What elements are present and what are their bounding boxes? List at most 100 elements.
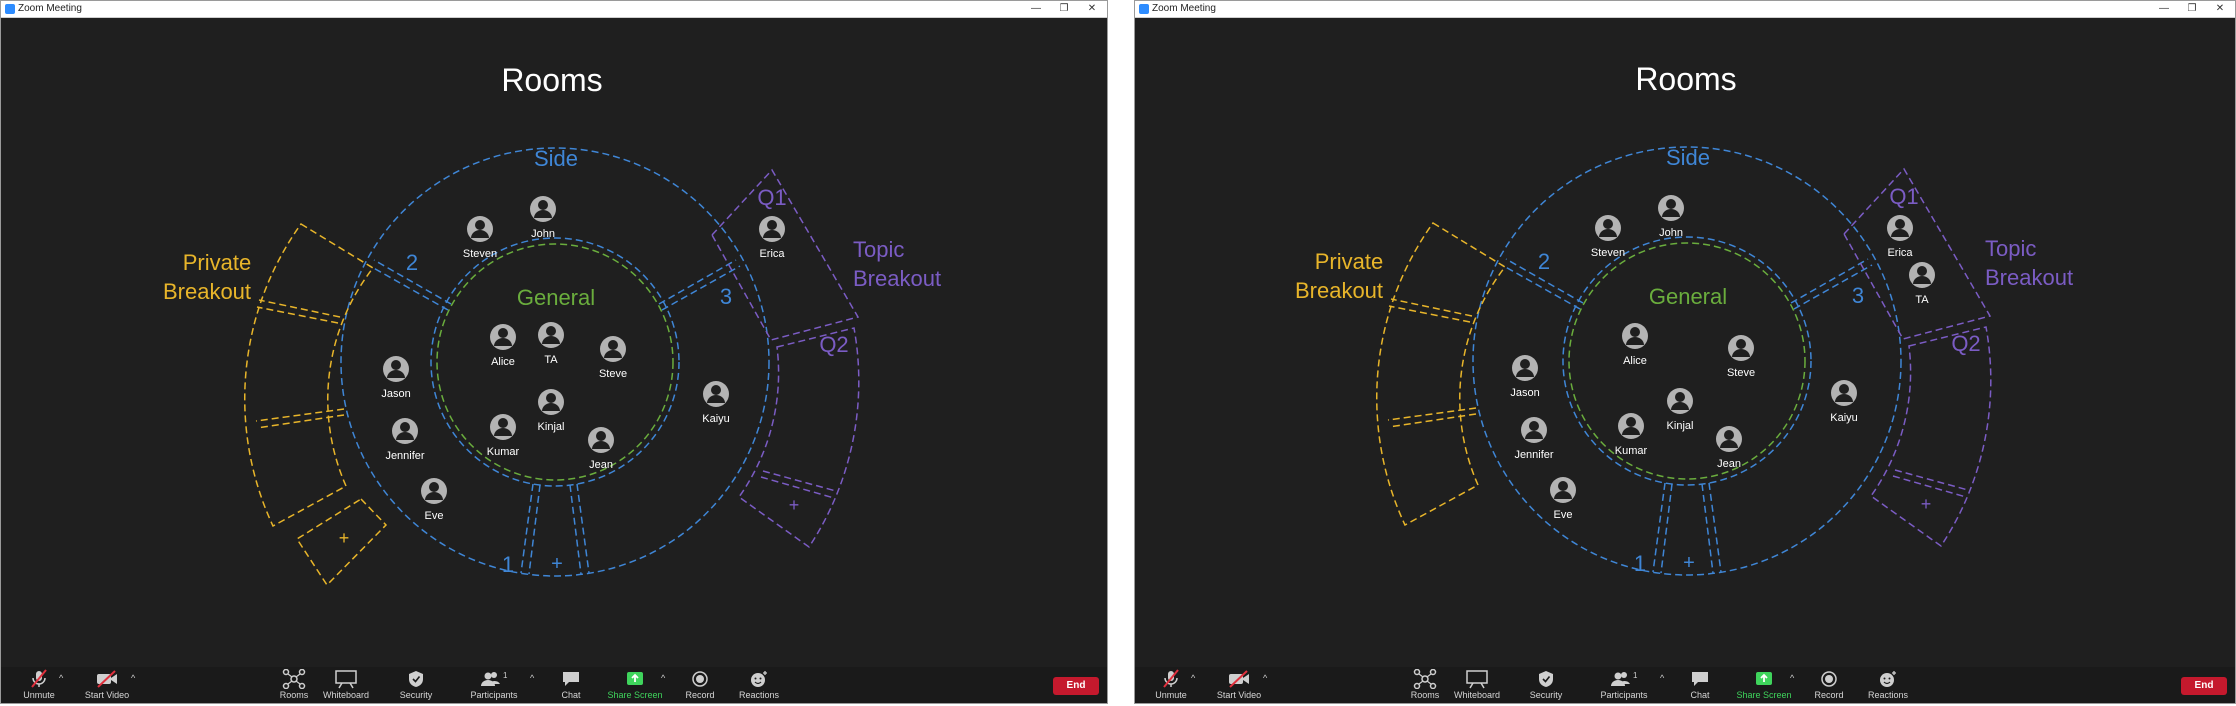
participant[interactable]: Alice <box>490 324 516 368</box>
avatar-icon <box>703 381 729 407</box>
participants-options-caret-icon[interactable]: ^ <box>530 673 535 683</box>
side-room-outer-ring[interactable] <box>340 147 770 577</box>
close-button[interactable]: ✕ <box>2215 3 2225 14</box>
side-room-number-3: 3 <box>720 284 732 309</box>
participant[interactable]: Steven <box>463 216 497 260</box>
participant[interactable]: Jean <box>1716 426 1742 470</box>
side-add-room-button[interactable]: + <box>1683 552 1695 574</box>
private-add-room-button[interactable]: + <box>339 528 350 548</box>
participant-name: Steven <box>463 248 497 260</box>
smiley-icon <box>751 671 767 687</box>
participant[interactable]: Erica <box>1887 215 1913 259</box>
minimize-button[interactable]: — <box>2159 3 2169 14</box>
avatar-icon <box>1550 477 1576 503</box>
participant[interactable]: Eve <box>421 478 447 522</box>
side-add-room-button[interactable]: + <box>551 553 563 575</box>
rooms-label: Rooms <box>1410 690 1440 700</box>
participant[interactable]: Jean <box>588 427 614 471</box>
participant[interactable]: Eve <box>1550 477 1576 521</box>
whiteboard-label: Whiteboard <box>322 690 370 700</box>
topic-breakout-area[interactable] <box>1843 167 1992 548</box>
share-options-caret-icon[interactable]: ^ <box>661 673 666 683</box>
participant[interactable]: Jason <box>381 356 411 400</box>
smiley-icon <box>1880 671 1896 687</box>
chat-button[interactable]: Chat <box>1668 669 1732 700</box>
participants-button[interactable]: 1 Participants <box>1592 669 1656 700</box>
avatar-icon <box>421 478 447 504</box>
share-screen-button[interactable]: Share Screen <box>1732 669 1796 700</box>
side-room-number-2: 2 <box>1538 249 1550 274</box>
reactions-label: Reactions <box>738 690 780 700</box>
maximize-button[interactable]: ❐ <box>1059 3 1069 14</box>
participant[interactable]: Kinjal <box>538 389 565 433</box>
video-options-caret-icon[interactable]: ^ <box>1263 673 1268 683</box>
participant-name: Kumar <box>1615 445 1648 457</box>
participant-count-badge: 1 <box>1633 671 1638 680</box>
participant[interactable]: Kaiyu <box>702 381 730 425</box>
side-room-outer-ring[interactable] <box>1472 146 1902 576</box>
video-options-caret-icon[interactable]: ^ <box>131 673 136 683</box>
unmute-button[interactable]: Unmute <box>7 669 71 700</box>
participant[interactable]: Jennifer <box>1514 417 1554 461</box>
topic-breakout-area[interactable] <box>711 168 860 549</box>
private-breakout-label-line2: Breakout <box>1295 278 1383 303</box>
record-icon <box>692 671 708 687</box>
whiteboard-button[interactable]: Whiteboard <box>314 669 378 700</box>
audio-options-caret-icon[interactable]: ^ <box>1191 673 1196 683</box>
start-video-button[interactable]: Start Video <box>75 669 139 700</box>
video-off-icon <box>97 670 117 688</box>
unmute-button[interactable]: Unmute <box>1139 669 1203 700</box>
audio-options-caret-icon[interactable]: ^ <box>59 673 64 683</box>
participant[interactable]: Kaiyu <box>1830 380 1858 424</box>
participant[interactable]: Alice <box>1622 323 1648 367</box>
share-screen-button[interactable]: Share Screen <box>603 669 667 700</box>
topic-add-room-button[interactable]: + <box>789 495 800 515</box>
participant[interactable]: Jason <box>1510 355 1540 399</box>
security-button[interactable]: Security <box>1514 669 1578 700</box>
participant[interactable]: TA <box>1909 262 1935 306</box>
participants-options-caret-icon[interactable]: ^ <box>1660 673 1665 683</box>
chat-button[interactable]: Chat <box>539 669 603 700</box>
close-button[interactable]: ✕ <box>1087 3 1097 14</box>
security-button[interactable]: Security <box>384 669 448 700</box>
share-options-caret-icon[interactable]: ^ <box>1790 673 1795 683</box>
topic-add-room-button[interactable]: + <box>1921 494 1932 514</box>
start-video-button[interactable]: Start Video <box>1207 669 1271 700</box>
private-breakout-label-line1: Private <box>1315 249 1383 274</box>
general-room-ring[interactable] <box>1568 242 1806 480</box>
general-room-ring[interactable] <box>436 243 674 481</box>
private-breakout-area[interactable] <box>244 222 388 587</box>
participant[interactable]: Steve <box>1727 335 1755 379</box>
end-meeting-button[interactable]: End <box>1053 677 1099 695</box>
side-room-label: Side <box>534 146 578 171</box>
participants-button[interactable]: 1 Participants <box>462 669 526 700</box>
record-button[interactable]: Record <box>1797 669 1861 700</box>
participant[interactable]: John <box>1658 195 1684 239</box>
participant[interactable]: Erica <box>759 216 785 260</box>
avatar-icon <box>759 216 785 242</box>
rooms-button[interactable]: Rooms <box>262 669 326 700</box>
private-breakout-area[interactable] <box>1376 221 1507 527</box>
minimize-button[interactable]: — <box>1031 3 1041 14</box>
share-screen-icon <box>1756 672 1772 685</box>
end-meeting-button[interactable]: End <box>2181 677 2227 695</box>
participant[interactable]: Steven <box>1591 215 1625 259</box>
whiteboard-button[interactable]: Whiteboard <box>1445 669 1509 700</box>
zoom-logo-icon <box>5 4 15 14</box>
participant[interactable]: TA <box>538 322 564 366</box>
start-video-label: Start Video <box>1216 690 1262 700</box>
reactions-button[interactable]: Reactions <box>727 669 791 700</box>
participant[interactable]: Kumar <box>487 414 520 458</box>
participant[interactable]: Jennifer <box>385 418 425 462</box>
reactions-button[interactable]: Reactions <box>1856 669 1920 700</box>
maximize-button[interactable]: ❐ <box>2187 3 2197 14</box>
avatar-icon <box>490 414 516 440</box>
rooms-button[interactable]: Rooms <box>1393 669 1457 700</box>
participant[interactable]: Steve <box>599 336 627 380</box>
participant[interactable]: John <box>530 196 556 240</box>
participant[interactable]: Kinjal <box>1667 388 1694 432</box>
record-button[interactable]: Record <box>668 669 732 700</box>
participants-icon: 1 <box>481 671 508 686</box>
shield-icon <box>1539 671 1553 687</box>
participant[interactable]: Kumar <box>1615 413 1648 457</box>
